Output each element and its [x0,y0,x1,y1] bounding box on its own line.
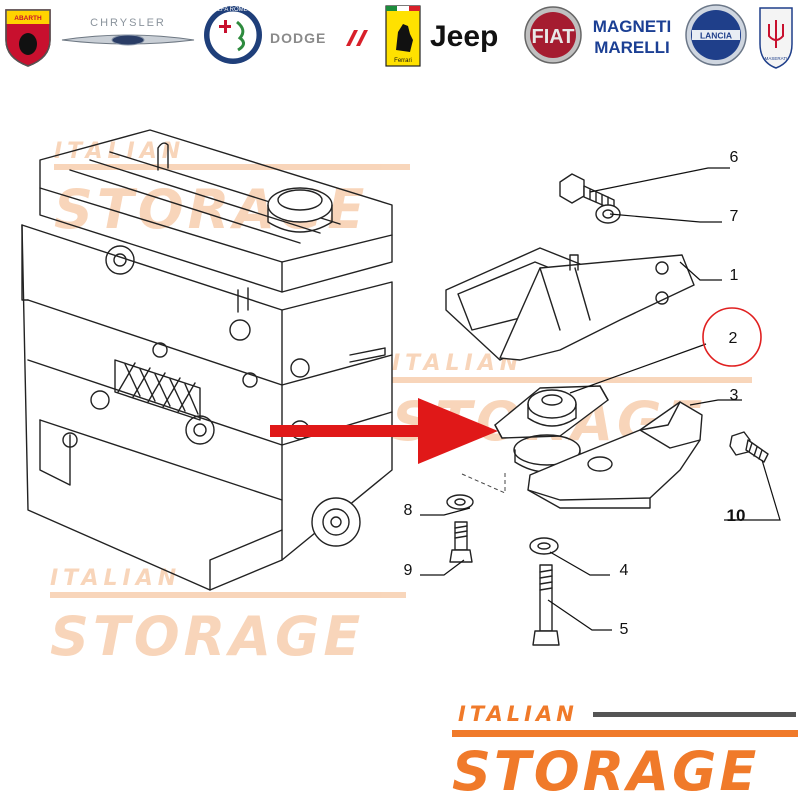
callout-5: 5 [620,621,629,638]
callout-numbers: 6 7 1 2 3 8 9 4 5 10 [404,149,746,638]
magneti-wordmark: MAGNETI [593,17,671,36]
abarth-wordmark: ABARTH [14,15,42,22]
brand-logo-row: ABARTH CHRYSLER ALFA ROMEO DODGE [5,4,793,69]
callout-8: 8 [404,502,413,519]
footer-logo-bar-orange [452,730,798,737]
engine-block-drawing [21,129,393,591]
watermark-bar-mid [392,377,752,383]
callout-6: 6 [730,149,739,166]
callout-7: 7 [730,208,739,225]
ferrari-logo: Ferrari [385,5,421,67]
maserati-logo: MASERATI [759,7,793,69]
callout-2: 2 [729,330,738,347]
crank-pulley [311,497,361,547]
chrysler-wordmark: CHRYSLER [90,17,166,29]
block-hatch-panel [114,359,201,421]
assembly-guide-line [461,470,506,494]
maserati-wordmark: MASERATI [765,56,788,61]
magneti-marelli-logo: MAGNETI MARELLI [593,17,671,57]
dodge-wordmark: DODGE [270,30,326,46]
part-9-bolt [449,521,473,563]
part-5-bolt [532,564,560,646]
oil-filler-cap [267,187,333,223]
callout-leaders [420,167,781,631]
watermark-bar-top [54,164,410,170]
callout-10: 10 [727,506,746,525]
marelli-wordmark: MARELLI [594,38,670,57]
alfa-romeo-logo: ALFA ROMEO [204,6,262,64]
part-3-lower-bracket [527,401,703,509]
callout-3: 3 [730,387,739,404]
footer-logo-storage: STORAGE [452,740,759,800]
footer-logo-italian: ITALIAN [458,702,578,726]
highlight-circle [702,307,762,367]
watermark-bar-low [50,592,406,598]
part-4-washer [529,537,559,555]
footer-logo: ITALIAN STORAGE [452,702,798,803]
lancia-wordmark: LANCIA [700,31,732,41]
callout-4: 4 [620,562,629,579]
alfa-romeo-wordmark: ALFA ROMEO [214,7,253,13]
ferrari-wordmark: Ferrari [394,58,412,64]
part-10-bolt [729,431,769,463]
watermark-group: ITALIAN STORAGE ITALIAN STORAGE ITALIAN … [50,139,752,668]
jeep-logo: Jeep [430,20,498,53]
callout-1: 1 [730,267,739,284]
fiat-logo: FIAT [524,6,582,64]
fiat-wordmark: FIAT [532,26,575,48]
footer-logo-bar-dark [593,712,796,717]
abarth-logo: ABARTH [5,9,51,67]
watermark-italian-top: ITALIAN [54,139,185,164]
part-1-bracket [445,247,695,361]
part-8-washer [446,494,474,510]
dodge-logo: DODGE [270,30,368,46]
watermark-italian-low: ITALIAN [50,566,181,591]
callout-9: 9 [404,562,413,579]
lancia-logo: LANCIA [685,4,747,66]
highlight-arrow [270,398,498,464]
watermark-storage-low: STORAGE [50,605,364,668]
part-7-washer [595,204,621,224]
chrysler-logo: CHRYSLER [61,17,195,46]
